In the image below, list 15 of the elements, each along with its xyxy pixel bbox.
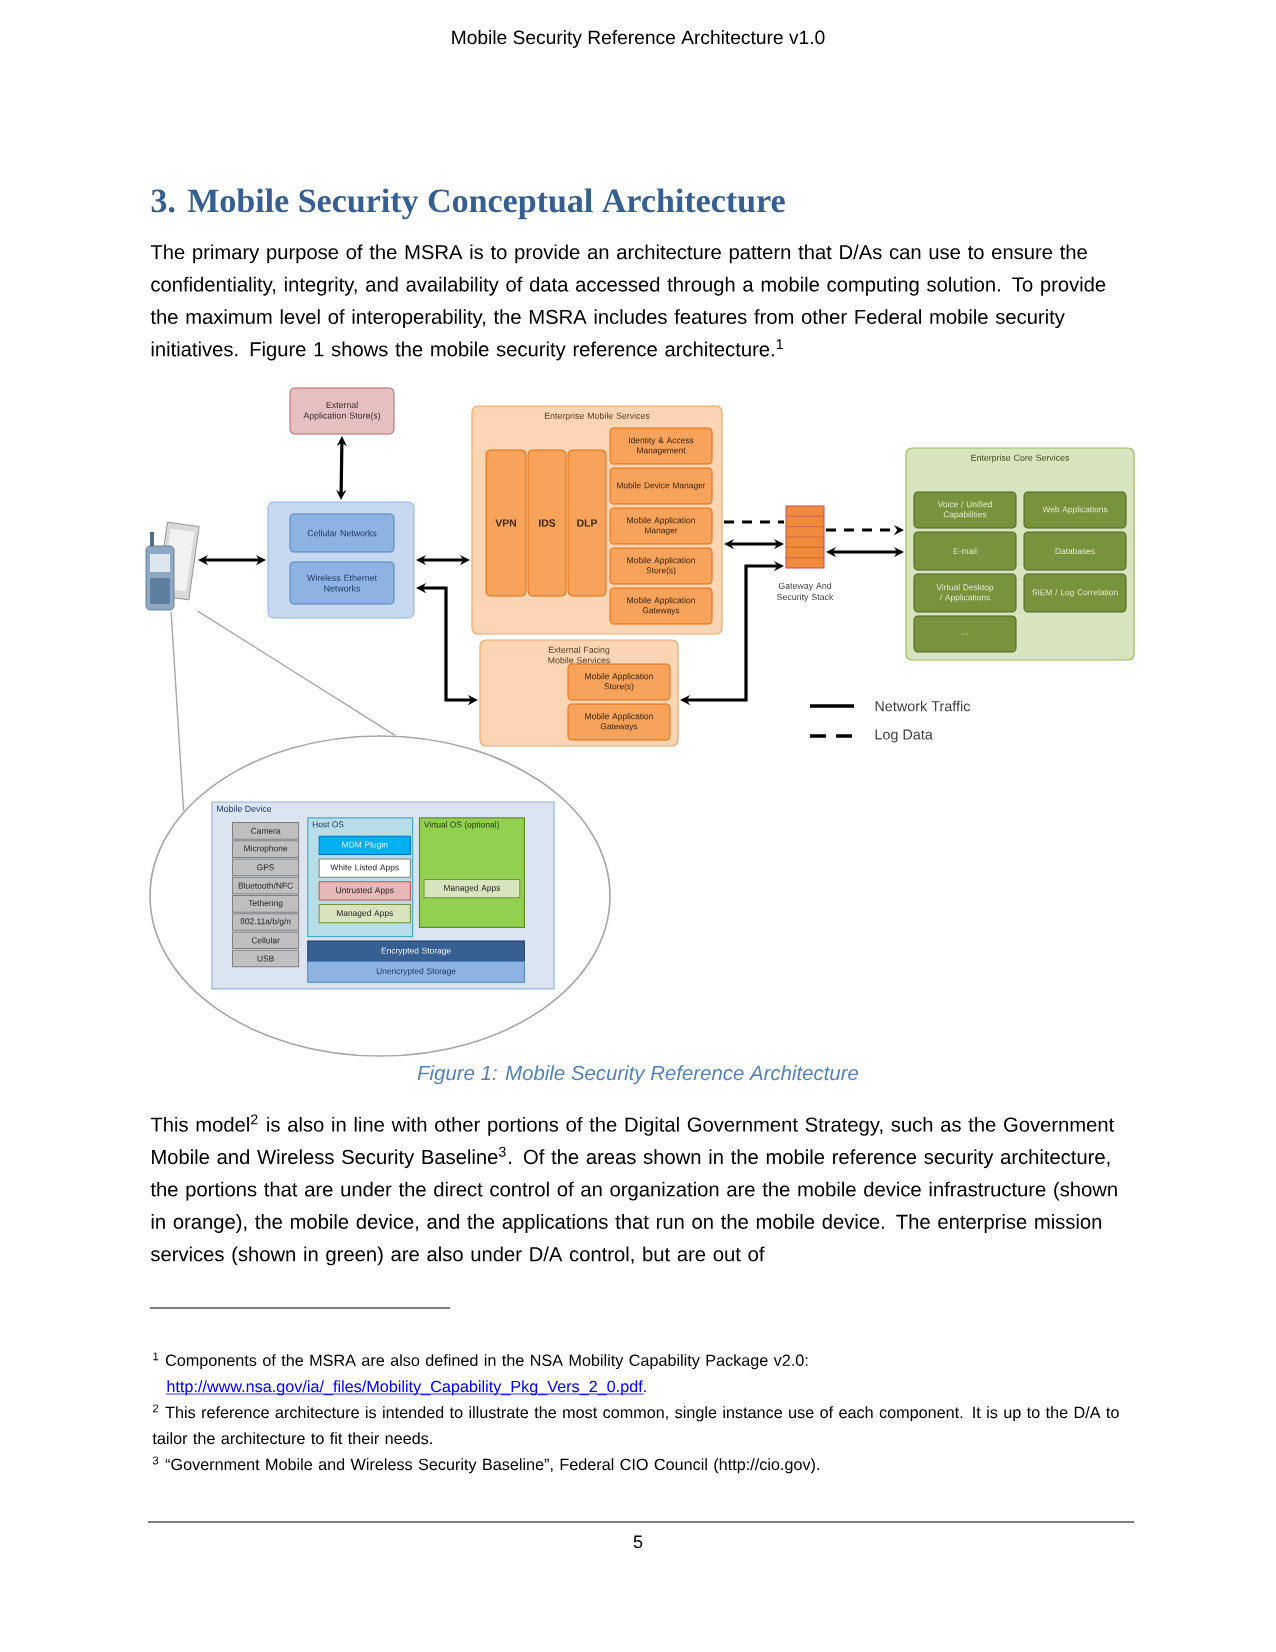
callout-line xyxy=(170,611,185,812)
paragraph: This model$^{2}$ is also in line with other portions of the Digital Government Strategy, such as the Government Mobile and Wireless Security Baseline$^{3}$. Of the areas shown in the mobile reference security architecture, the portions that are under the direct control of an organization are the mobile device infrastructure (shown in orange), the mobile device, and the applications that run on the mobile device. The enterprise mission services (shown in green) are also under D/A control, but are out of xyxy=(150,1114,1117,1266)
page-header: Mobile Security Reference Architecture v1.0 xyxy=(452,30,825,48)
callout-ellipse xyxy=(149,735,611,1057)
callout-line xyxy=(197,610,396,737)
figure-caption: Figure 1: Mobile Security Reference Architecture xyxy=(417,1065,859,1085)
phone-drawing xyxy=(145,521,200,611)
footnote: $^{3}$ “Government Mobile and Wireless Security Baseline”, Federal CIO Council (http://cio.gov). xyxy=(152,1456,819,1474)
section-heading: 3. Mobile Security Conceptual Architecture xyxy=(151,188,785,220)
footnote: $^{1}$ Components of the MSRA are also defined in the NSA Mobility Capability Package v2.0: xyxy=(153,1352,808,1370)
hyperlink: http://www.nsa.gov/ia/_files/Mobility_Capability_Pkg_Vers_2_0.pdf. xyxy=(165,1380,646,1396)
paragraph: The primary purpose of the MSRA is to provide an architecture pattern that D/As can use to ensure the confidentiality, integrity, and availability of data accessed through a mobile computing solution. To provide the maximum level of interoperability, the MSRA includes features from other Federal mobile security initiatives. Figure 1 shows the mobile security reference architecture.$^{1}$ xyxy=(150,244,1106,361)
dashed-line xyxy=(724,520,784,524)
page-number: 5 xyxy=(633,1535,643,1549)
footnote: $^{2}$ This reference architecture is intended to illustrate the most common, single instance use of each component. It is up to the D/A to tailor the architecture to fit their needs. xyxy=(152,1404,1119,1445)
